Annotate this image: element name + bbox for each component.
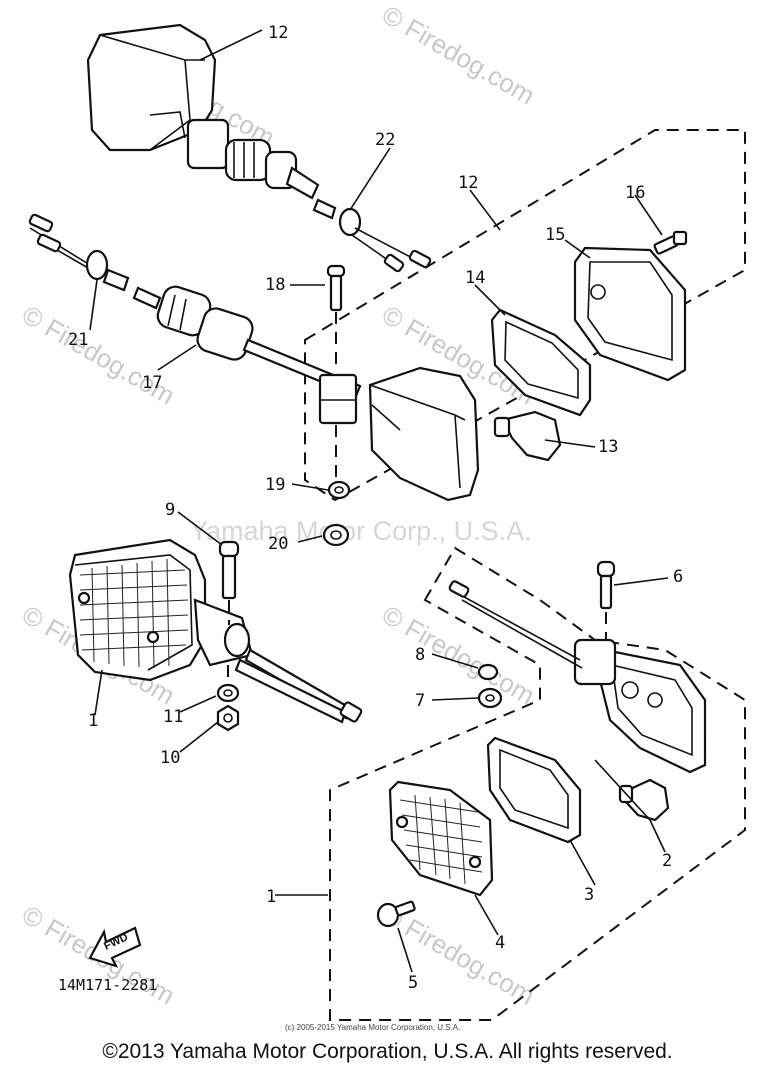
lens-grid-front-left — [77, 558, 189, 669]
callout-18: 18 — [265, 275, 285, 295]
lens-15 — [573, 246, 687, 382]
callout-3: 3 — [584, 885, 594, 905]
gasket-3 — [486, 736, 582, 844]
callout-16: 16 — [625, 183, 645, 203]
grommet-22 — [312, 198, 432, 273]
flasher-stem-top — [186, 118, 320, 200]
washer-8 — [477, 663, 499, 681]
callout-15: 15 — [545, 225, 565, 245]
screw-6 — [596, 560, 616, 640]
flasher-body-12 — [368, 366, 480, 502]
flasher-housing-top — [86, 23, 217, 152]
callout-10: 10 — [160, 748, 180, 768]
gasket-14 — [490, 308, 592, 417]
grommet-21 — [28, 213, 130, 292]
callout-22: 22 — [375, 130, 395, 150]
wire-right — [448, 580, 583, 669]
watermark-3: © Firedog.com — [17, 299, 180, 410]
lens-grid-4 — [395, 794, 483, 885]
callout-8: 8 — [415, 645, 425, 665]
watermark-8: © Firedog.com — [377, 899, 540, 1010]
screw-16 — [653, 230, 688, 255]
callout-12-top: 12 — [268, 23, 288, 43]
callout-1-left: 1 — [88, 711, 98, 731]
callout-5: 5 — [408, 973, 418, 993]
clamp-bracket — [318, 373, 358, 425]
screw-9 — [218, 540, 240, 625]
callout-2: 2 — [662, 851, 672, 871]
callout-9: 9 — [165, 500, 175, 520]
bulb-2 — [618, 778, 670, 822]
flasher-body-right — [573, 638, 707, 774]
callout-14: 14 — [465, 268, 485, 288]
callout-19: 19 — [265, 475, 285, 495]
screw-5 — [376, 900, 416, 928]
callouts: 12 22 12 16 15 14 18 21 17 13 19 9 20 6 … — [68, 23, 683, 993]
flasher-front-left-stem — [193, 598, 363, 724]
callout-17: 17 — [142, 373, 162, 393]
callout-4: 4 — [495, 933, 505, 953]
nut-7 — [477, 687, 503, 709]
callout-7: 7 — [415, 691, 425, 711]
callout-21: 21 — [68, 330, 88, 350]
bolt-18 — [326, 264, 346, 372]
exploded-frame-bottom — [329, 546, 746, 1021]
small-copyright: (c) 2005-2015 Yamaha Motor Corporation, … — [285, 1023, 460, 1032]
callout-12-exploded: 12 — [458, 173, 478, 193]
watermark-6: © Firedog.com — [377, 599, 540, 710]
nut-10 — [216, 704, 240, 732]
footer-copyright: ©2013 Yamaha Motor Corporation, U.S.A. A… — [102, 1040, 673, 1063]
leader-lines — [89, 29, 669, 973]
callout-13: 13 — [598, 437, 618, 457]
washer-11 — [216, 665, 240, 703]
callout-6: 6 — [673, 567, 683, 587]
flasher-front-left — [68, 538, 207, 682]
callout-20: 20 — [268, 534, 288, 554]
watermark-center: Yamaha Motor Corp., U.S.A. — [190, 516, 532, 546]
bulb-13 — [493, 410, 562, 462]
nut-20 — [322, 523, 350, 547]
nut-19 — [327, 425, 351, 500]
watermark-2: © Firedog.com — [377, 0, 540, 111]
callout-11: 11 — [163, 707, 183, 727]
exploded-frame-top — [304, 129, 746, 502]
diagram-code: 14M171-2281 — [58, 976, 157, 994]
lens-4 — [388, 780, 494, 897]
callout-1-right: 1 — [266, 887, 276, 907]
